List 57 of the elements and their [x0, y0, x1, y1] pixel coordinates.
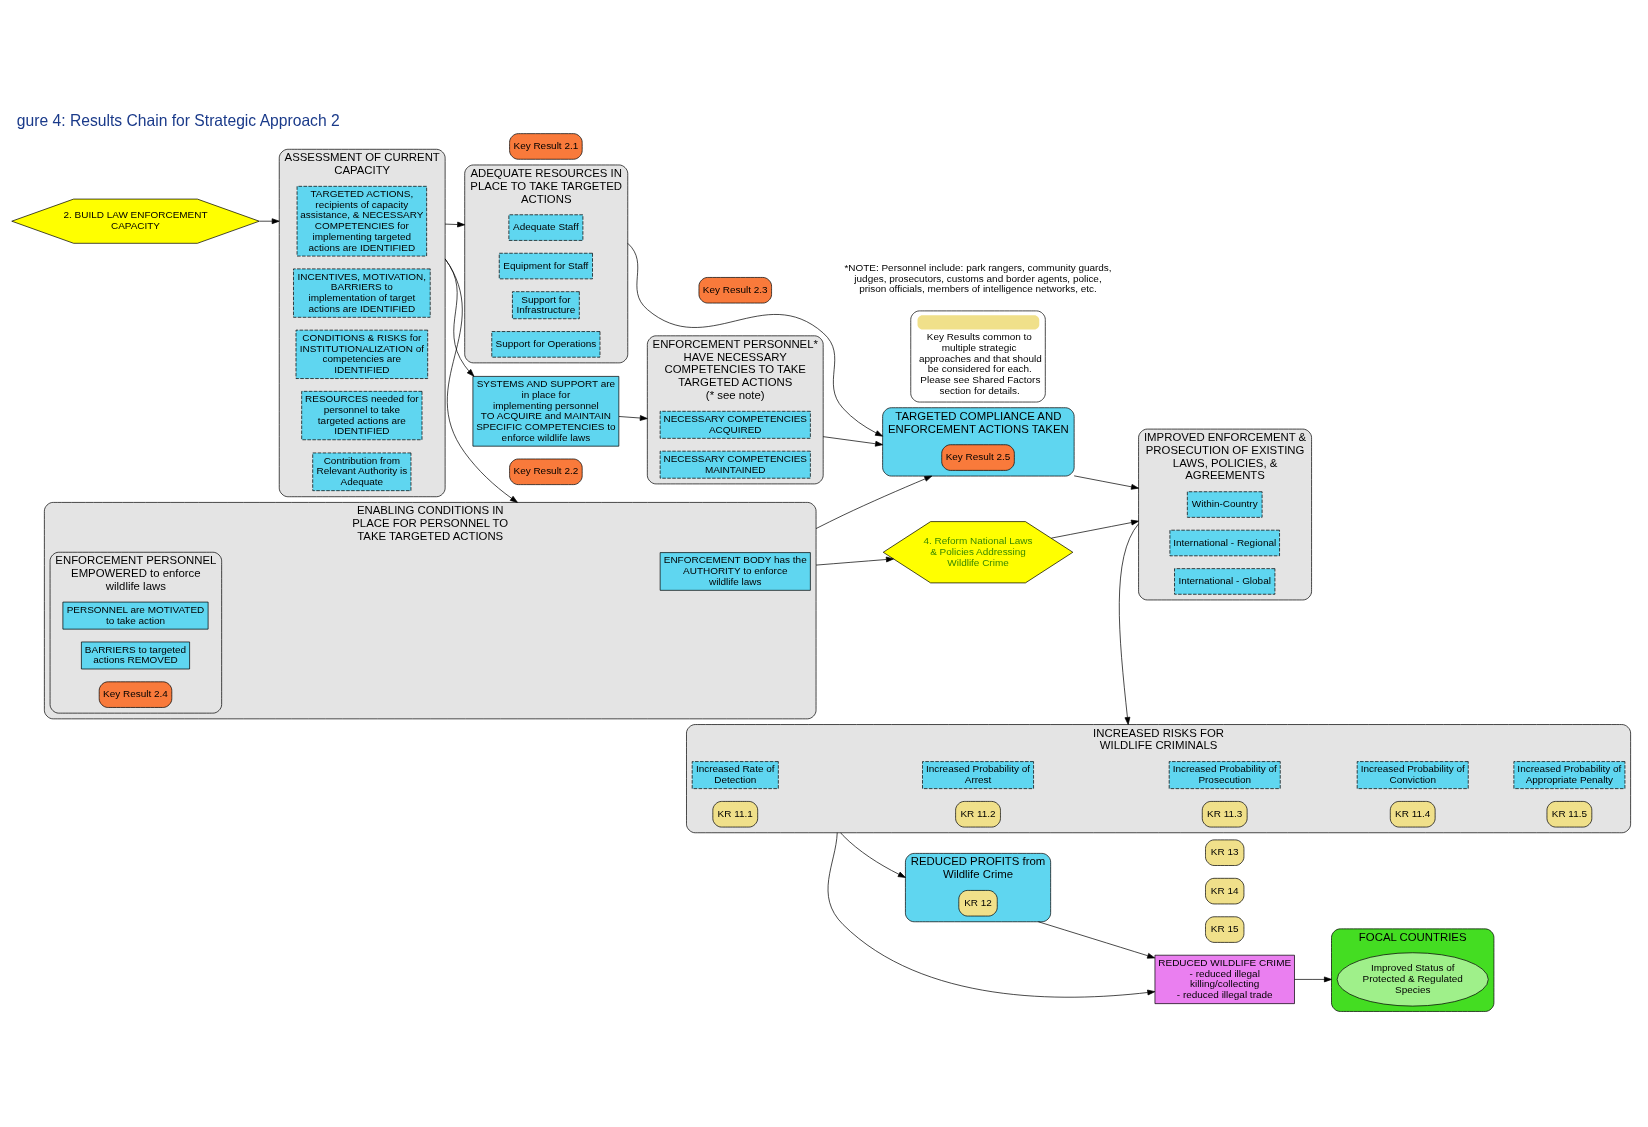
node-box: RESOURCES needed for personnel to take targeted actions are IDENTIFIED [301, 390, 423, 440]
arrow [827, 831, 1156, 998]
node-box: Support for Infrastructure [512, 290, 580, 319]
arrow [618, 414, 648, 421]
node-ellipse: Improved Status of Protected & Regulated Species [1336, 951, 1489, 1006]
node-box: KR 11.4 [1389, 800, 1436, 827]
node-box: KR 14 [1205, 877, 1245, 904]
arrow [444, 258, 518, 503]
node-box: Support for Operations [491, 330, 601, 358]
node-box: TARGETED ACTIONS, recipients of capacity assistance, & NECESSARY COMPETENCIES for implementing targeted actions are IDENTIFIED [296, 185, 427, 256]
arrow [627, 242, 883, 436]
node-box: Contribution from Relevant Authority is Adequate [312, 452, 412, 491]
node-box: Key Result 2.4 [98, 680, 173, 708]
node-box: INCENTIVES, MOTIVATION, BARRIERS to implementation of target actions are IDENTIFIED [293, 268, 431, 318]
node-box: International - Regional [1169, 529, 1280, 556]
node-box: Key Result 2.1 [509, 132, 583, 160]
node-box: Adequate Staff [508, 213, 584, 241]
node-box: KR 11.3 [1201, 800, 1248, 827]
node-box: KR 11.1 [712, 800, 759, 827]
arrow [1294, 976, 1332, 982]
node-box: NECESSARY COMPETENCIES MAINTAINED [659, 450, 811, 479]
node-box: Equipment for Staff [498, 252, 593, 279]
arrow [1118, 522, 1139, 725]
diagram-title: gure 4: Results Chain for Strategic Approach 2 [16, 111, 340, 129]
node-box: Increased Probability of Arrest [922, 760, 1034, 789]
node-box: REDUCED WILDLIFE CRIME - reduced illegal killing/collecting - reduced illegal trade [1154, 954, 1295, 1004]
node-box: ENFORCEMENT BODY has the AUTHORITY to enforce wildlife laws [659, 551, 811, 591]
node-box: Key Result 2.2 [509, 458, 583, 485]
node-box: International - Global [1174, 567, 1276, 595]
arrow [840, 831, 906, 878]
node-box: NECESSARY COMPETENCIES ACQUIRED [659, 410, 811, 439]
arrow [444, 221, 466, 227]
node-box: KR 12 [958, 889, 998, 916]
arrow [815, 556, 894, 565]
arrow [1050, 519, 1139, 538]
node-box: PERSONNEL are MOTIVATED to take action [62, 601, 209, 629]
node-box: Increased Rate of Detection [691, 760, 779, 789]
legend-label: Key Results common to multiple strategic approaches and that should be considered for each. Please see Shared Factors section for details. [918, 330, 1042, 396]
node-box: Increased Probability of Appropriate Penalty [1513, 760, 1626, 789]
node-box: CONDITIONS & RISKS for INSTITUTIONALIZATION of competencies are IDENTIFIED [295, 329, 429, 379]
node-box: Increased Probability of Prosecution [1168, 760, 1281, 789]
arrow [1073, 475, 1139, 490]
arrow [822, 435, 883, 447]
arrow [815, 475, 933, 529]
node-box: Key Result 2.5 [941, 443, 1015, 471]
node-box: Key Result 2.3 [698, 276, 772, 303]
arrow [259, 217, 280, 224]
node-box: KR 11.2 [955, 800, 1001, 827]
node-box: BARRIERS to targeted actions REMOVED [81, 641, 190, 669]
node-box: Within-Country [1187, 490, 1263, 518]
node-box: KR 13 [1205, 839, 1245, 866]
node-box: KR 15 [1205, 915, 1245, 943]
node-box: SYSTEMS AND SUPPORT are in place for implementing personnel TO ACQUIRE and MAINTAIN SPECIFIC COMPETENCIES to enforce wildlife laws [472, 375, 620, 447]
node-box: Increased Probability of Conviction [1356, 760, 1469, 789]
node-box: KR 11.5 [1546, 800, 1593, 827]
arrow [1037, 920, 1156, 958]
label: *NOTE: Personnel include: park rangers, community guards, judges, prosecutors, customs and border agents, police, prison officials, members of intelligence networks, etc. [844, 261, 1112, 294]
